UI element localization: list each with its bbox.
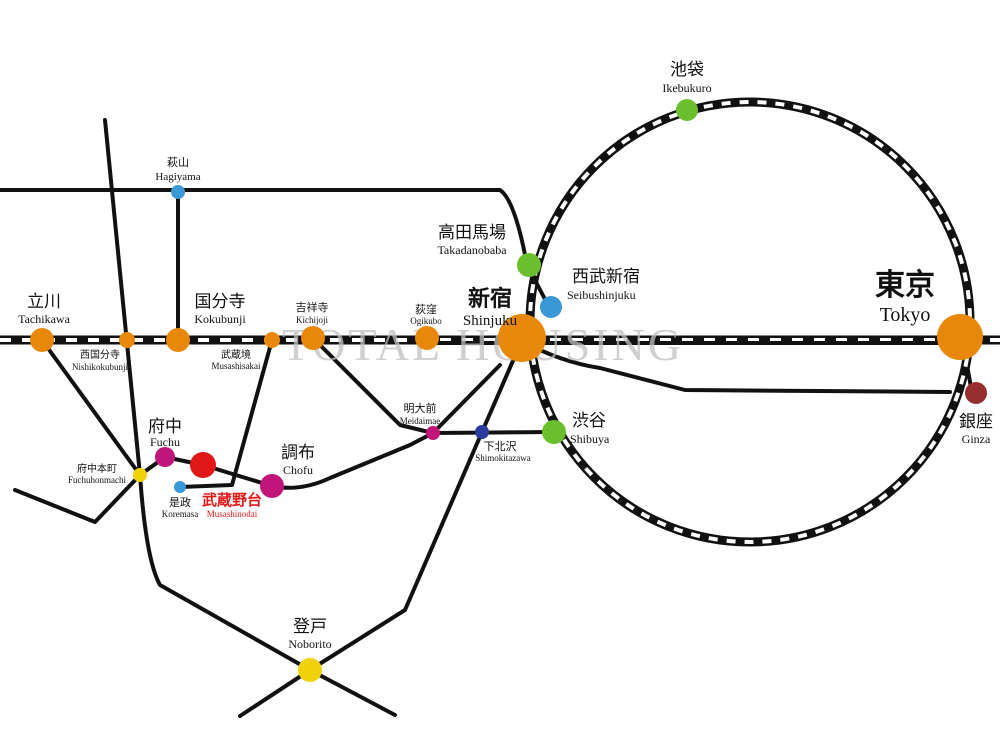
label-seibushinjuku-en: Seibushinjuku — [567, 288, 636, 302]
label-kichijoji-en: Kichijoji — [296, 315, 328, 325]
station-marker-ogikubo[interactable] — [415, 326, 439, 350]
label-shibuya-en: Shibuya — [570, 432, 610, 446]
station-marker-meidaimae[interactable] — [426, 426, 440, 440]
station-marker-ikebukuro[interactable] — [676, 99, 698, 121]
station-marker-tachikawa[interactable] — [30, 328, 54, 352]
label-musashisakai-jp: 武蔵境 — [221, 348, 251, 361]
seibu-tamagawa-line — [178, 338, 274, 489]
label-koremasa-jp: 是政 — [169, 495, 191, 509]
station-marker-shimokitazawa[interactable] — [475, 425, 489, 439]
label-ikebukuro-jp: 池袋 — [670, 60, 704, 80]
station-marker-musashisakai[interactable] — [264, 332, 280, 348]
label-fuchu-en: Fuchu — [150, 435, 180, 449]
label-shimokitazawa-en: Shimokitazawa — [475, 453, 531, 463]
label-ogikubo-en: Ogikubo — [410, 316, 442, 326]
label-ogikubo-jp: 荻窪 — [415, 302, 437, 316]
label-shinjuku-jp: 新宿 — [468, 286, 512, 312]
label-tachikawa-jp: 立川 — [27, 292, 61, 312]
label-shimokitazawa-jp: 下北沢 — [484, 439, 517, 453]
label-takadanobaba-jp: 高田馬場 — [438, 223, 506, 243]
label-hagiyama-jp: 萩山 — [167, 156, 189, 169]
keio-line — [138, 363, 502, 490]
label-meidaimae-jp: 明大前 — [404, 401, 437, 415]
station-marker-hagiyama[interactable] — [171, 185, 185, 199]
station-marker-fuchu[interactable] — [155, 447, 175, 467]
station-labels: 池袋 Ikebukuro 萩山 Hagiyama 高田馬場 Takadanoba… — [18, 60, 993, 651]
label-fuchuhonmachi-jp: 府中本町 — [77, 462, 117, 475]
label-hagiyama-en: Hagiyama — [155, 171, 200, 183]
label-noborito-jp: 登戸 — [293, 617, 327, 637]
label-chofu-en: Chofu — [283, 463, 313, 477]
station-marker-takadanobaba[interactable] — [517, 253, 541, 277]
station-marker-chofu[interactable] — [260, 474, 284, 498]
label-nishikokubunji-jp: 西国分寺 — [80, 349, 120, 361]
station-marker-tokyo[interactable] — [937, 314, 983, 360]
label-ikebukuro-en: Ikebukuro — [662, 81, 711, 95]
station-marker-noborito[interactable] — [298, 658, 322, 682]
label-musashinodai-jp: 武蔵野台 — [202, 491, 262, 509]
label-seibushinjuku-jp: 西武新宿 — [572, 267, 640, 287]
label-ginza-jp: 銀座 — [959, 412, 993, 432]
station-marker-musashinodai[interactable] — [190, 452, 216, 478]
label-musashinodai-en: Musashinodai — [207, 509, 258, 519]
station-marker-kichijoji[interactable] — [301, 326, 325, 350]
label-musashisakai-en: Musashisakai — [212, 361, 261, 371]
station-marker-ginza[interactable] — [965, 382, 987, 404]
musashino-nambu-line — [103, 118, 397, 717]
label-fuchu-jp: 府中 — [148, 417, 182, 437]
station-marker-nishikokubunji[interactable] — [119, 332, 135, 348]
label-kokubunji-en: Kokubunji — [194, 312, 246, 326]
station-markers — [30, 99, 987, 682]
odakyu-line — [238, 338, 524, 718]
station-marker-shinjuku[interactable] — [498, 314, 546, 362]
station-marker-seibushinjuku[interactable] — [540, 296, 562, 318]
nambu-west-line — [13, 338, 142, 524]
label-nishikokubunji-en: Nishikokubunji — [72, 362, 129, 372]
label-fuchuhonmachi-en: Fuchuhonmachi — [68, 475, 126, 485]
watermark: TOTAL HOUSING — [282, 319, 684, 370]
label-kokubunji-jp: 国分寺 — [195, 292, 246, 312]
label-takadanobaba-en: Takadanobaba — [437, 243, 507, 257]
label-tokyo-en: Tokyo — [880, 304, 931, 326]
label-tachikawa-en: Tachikawa — [18, 312, 70, 326]
label-ginza-en: Ginza — [962, 432, 991, 446]
label-kichijoji-jp: 吉祥寺 — [296, 300, 329, 314]
rail-lines — [0, 118, 974, 718]
label-noborito-en: Noborito — [288, 637, 331, 651]
label-tokyo-jp: 東京 — [875, 268, 935, 303]
label-meidaimae-en: Meidaimae — [400, 416, 440, 426]
label-koremasa-en: Koremasa — [162, 509, 198, 519]
label-shinjuku-en: Shinjuku — [463, 313, 518, 329]
station-marker-fuchuhonmachi[interactable] — [133, 468, 147, 482]
station-marker-koremasa[interactable] — [174, 481, 186, 493]
station-marker-kokubunji[interactable] — [166, 328, 190, 352]
label-shibuya-jp: 渋谷 — [572, 411, 606, 431]
keio-inokashira-line — [311, 336, 555, 435]
station-marker-shibuya[interactable] — [542, 420, 566, 444]
label-chofu-jp: 調布 — [281, 443, 315, 463]
